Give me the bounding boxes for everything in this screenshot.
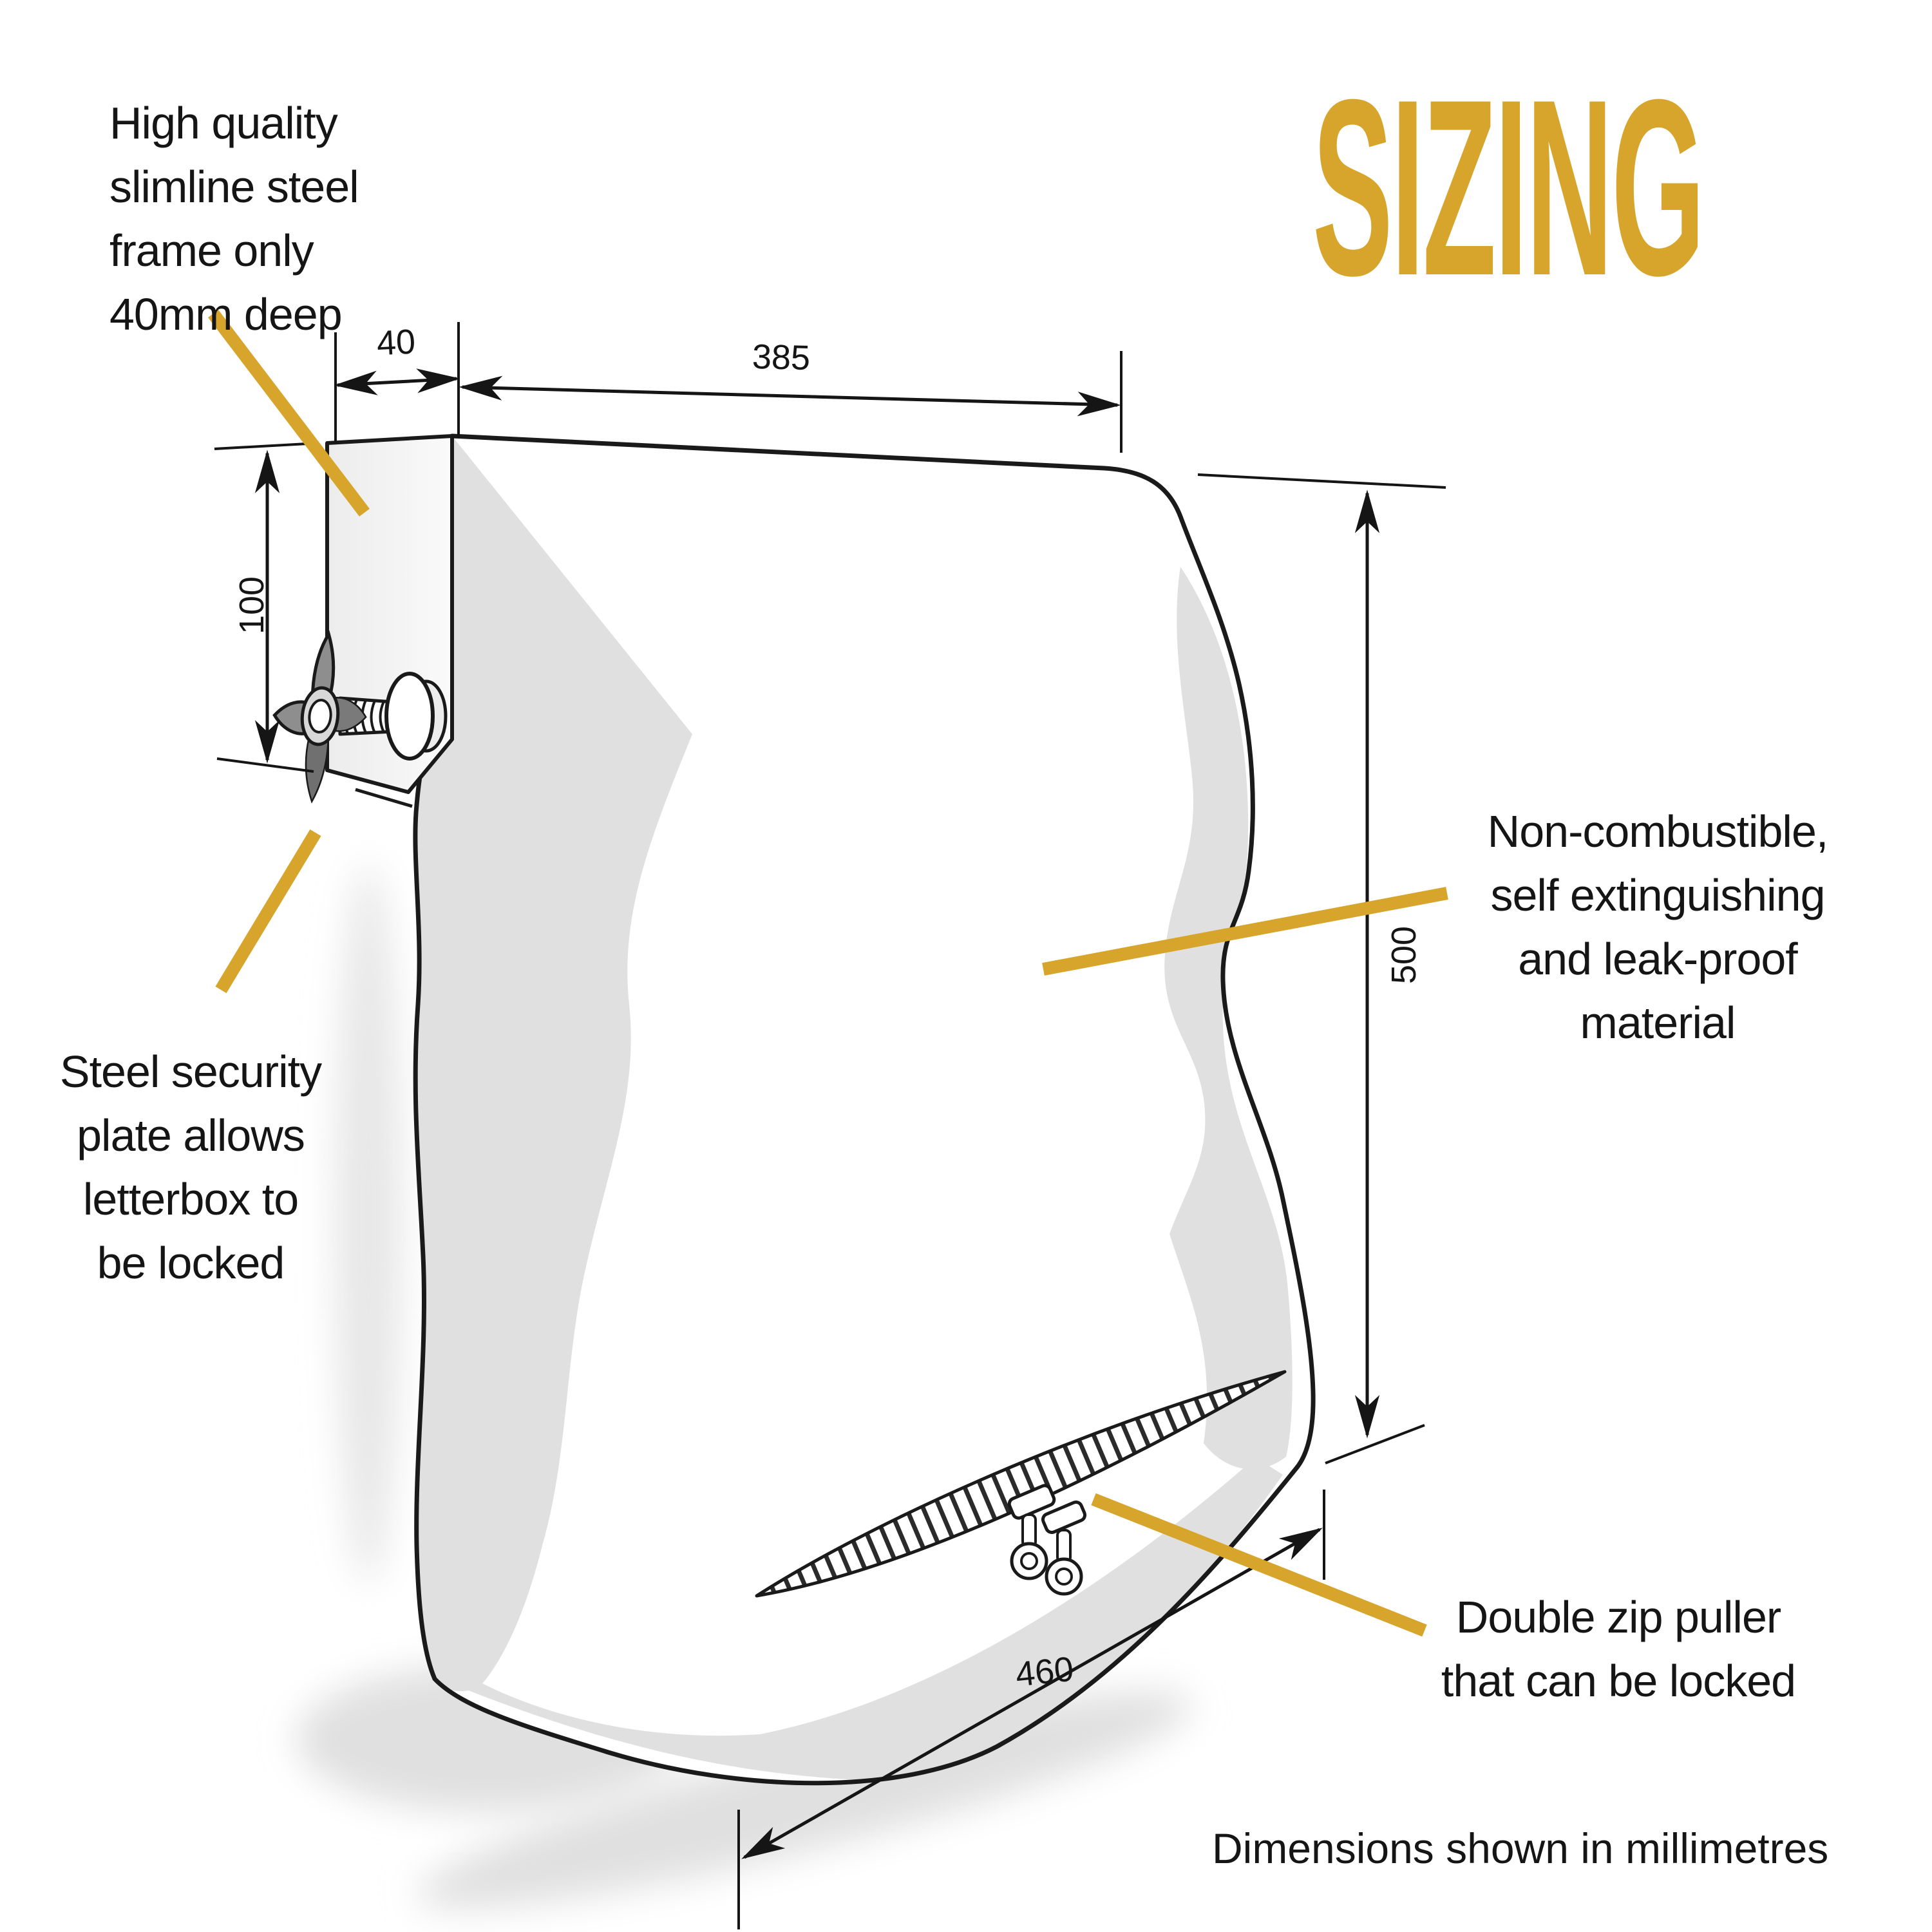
- annotation-line: be locked: [97, 1238, 285, 1288]
- dim-arrow-385: [459, 375, 1121, 417]
- annotation-line: that can be locked: [1441, 1656, 1796, 1706]
- wing-nut: [266, 629, 448, 804]
- pointer-line-material: [1042, 887, 1448, 976]
- annotation-line: letterbox to: [82, 1174, 299, 1224]
- dim-arrow-40: [334, 368, 460, 395]
- annotation-line: slimline steel: [109, 162, 359, 212]
- pointer-line-frame: [208, 309, 370, 517]
- pointer-line-zip: [1091, 1493, 1427, 1637]
- annotation-zip: Double zip puller that can be locked: [1419, 1586, 1818, 1713]
- annotation-line: Non-combustible,: [1487, 806, 1829, 857]
- annotation-line: Steel security: [59, 1046, 322, 1097]
- dimension-lines: [214, 322, 1446, 1929]
- page-title: SIZING: [1312, 47, 1705, 328]
- dim-label-460: 460: [1014, 1649, 1075, 1694]
- dim-label-40: 40: [375, 322, 417, 363]
- annotation-line: 40mm deep: [109, 289, 343, 339]
- annotation-line: High quality: [109, 98, 338, 148]
- annotation-line: self extinguishing: [1490, 870, 1826, 920]
- dim-arrow-460: [741, 1528, 1323, 1859]
- annotation-pointer-lines: [208, 309, 1448, 1637]
- annotation-material: Non-combustible, self extinguishing and …: [1464, 800, 1851, 1055]
- annotation-line: Double zip puller: [1455, 1592, 1781, 1642]
- annotation-steel-frame: High quality slimline steel frame only 4…: [109, 91, 419, 346]
- mail-bag: [415, 436, 1313, 1783]
- annotation-line: and leak-proof: [1518, 934, 1798, 984]
- dim-label-385: 385: [752, 337, 811, 378]
- pointer-line-security-plate: [215, 829, 321, 994]
- dim-label-500: 500: [1385, 925, 1423, 985]
- dim-label-100: 100: [232, 576, 271, 635]
- annotation-line: frame only: [109, 225, 314, 276]
- annotation-line: plate allows: [77, 1110, 305, 1160]
- annotation-security-plate: Steel security plate allows letterbox to…: [33, 1040, 348, 1295]
- units-footnote: Dimensions shown in millimetres: [1212, 1824, 1829, 1872]
- annotation-line: material: [1580, 998, 1736, 1048]
